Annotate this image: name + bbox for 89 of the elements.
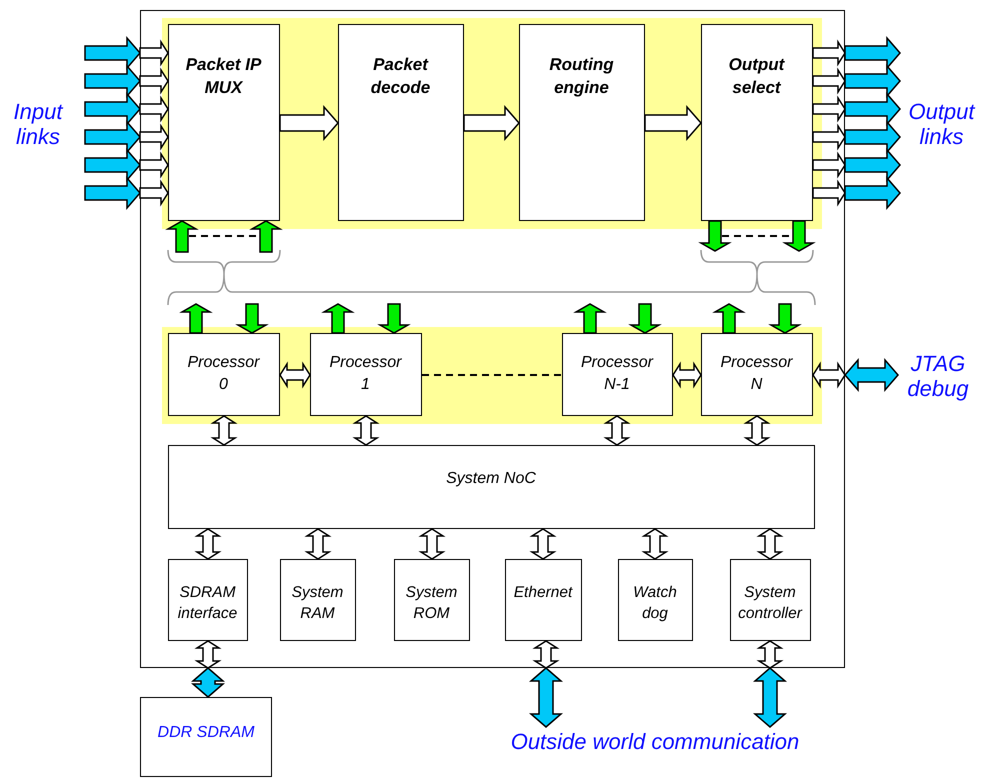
highlight-band — [162, 326, 822, 424]
annotation-text: Output links — [907, 98, 976, 150]
process-box — [168, 24, 280, 220]
module-box — [168, 558, 248, 640]
module-box — [618, 558, 692, 640]
double-block-arrow — [529, 528, 557, 560]
dashed-connector — [422, 374, 562, 376]
double-block-arrow — [279, 361, 311, 389]
block-arrow — [279, 105, 339, 141]
double-block-arrow — [528, 667, 564, 728]
block-arrow — [235, 303, 269, 334]
annotation-text: Outside world communication — [510, 729, 800, 755]
double-block-arrow — [844, 358, 899, 392]
double-block-arrow — [304, 528, 332, 560]
block-arrow — [573, 303, 607, 334]
double-block-arrow — [352, 415, 380, 446]
box-label: System NoC — [446, 468, 536, 488]
box-label: Processor N-1 — [580, 352, 654, 395]
block-arrow — [139, 151, 169, 179]
block-arrow — [812, 179, 846, 207]
block-arrow — [179, 303, 213, 334]
block-arrow — [782, 220, 816, 252]
box-label: Packet IP MUX — [184, 54, 262, 100]
block-arrow — [139, 39, 169, 67]
block-arrow — [812, 123, 846, 151]
box-label: Routing engine — [548, 54, 615, 100]
box-label: Processor 1 — [328, 352, 403, 395]
box-label: SDRAM interface — [176, 582, 238, 624]
annotation-text: JTAG debug — [906, 350, 970, 402]
box-label: Output select — [728, 54, 786, 100]
box-label: Processor 0 — [186, 352, 261, 395]
block-arrow — [768, 303, 802, 334]
highlight-band — [162, 18, 822, 228]
double-block-arrow — [743, 415, 771, 446]
box-label: DDR SDRAM — [158, 723, 254, 743]
double-block-arrow — [603, 415, 631, 446]
double-block-arrow — [194, 640, 222, 669]
chip-boundary — [140, 10, 845, 668]
block-arrow — [84, 176, 141, 210]
box-label: Packet decode — [370, 54, 432, 100]
bus-box — [168, 444, 814, 528]
box-label: Processor N — [719, 352, 794, 395]
double-block-arrow — [752, 667, 788, 728]
processor-box — [310, 332, 422, 416]
block-arrow — [139, 179, 169, 207]
block-arrow — [165, 220, 199, 253]
box-label: Watch dog — [632, 582, 678, 624]
double-block-arrow — [641, 528, 669, 560]
double-block-arrow — [812, 361, 846, 389]
box-label: Ethernet — [514, 582, 572, 602]
box-label: System controller — [737, 582, 804, 624]
box-label: System RAM — [290, 582, 344, 624]
double-block-arrow — [194, 528, 222, 560]
process-box — [700, 24, 812, 220]
block-arrow — [712, 303, 746, 334]
double-block-arrow — [756, 640, 784, 669]
module-box — [394, 558, 470, 640]
block-arrow — [698, 220, 732, 252]
block-arrow — [644, 105, 702, 141]
processor-box — [562, 332, 672, 416]
double-block-arrow — [190, 667, 226, 698]
block-arrow — [139, 123, 169, 151]
block-arrow — [628, 303, 662, 334]
block-arrow — [812, 39, 846, 67]
process-box — [338, 24, 464, 220]
memory-box — [140, 697, 272, 777]
module-box — [504, 558, 582, 640]
double-block-arrow — [210, 415, 238, 446]
processor-box — [700, 332, 812, 416]
double-block-arrow — [756, 528, 784, 560]
box-label: System ROM — [404, 582, 458, 624]
processor-box — [168, 332, 280, 416]
double-block-arrow — [672, 361, 702, 389]
double-block-arrow — [418, 528, 446, 560]
double-block-arrow — [532, 640, 560, 669]
block-arrow — [812, 151, 846, 179]
block-arrow — [249, 220, 283, 253]
block-arrow — [377, 303, 411, 334]
block-arrow — [321, 303, 355, 334]
block-arrow — [844, 176, 901, 210]
annotation-text: Input links — [12, 98, 64, 150]
block-arrow — [812, 95, 846, 123]
process-box — [518, 24, 644, 220]
block-arrow — [139, 95, 169, 123]
block-arrow — [463, 105, 520, 141]
module-box — [730, 558, 810, 640]
block-arrow — [139, 67, 169, 95]
block-arrow — [812, 67, 846, 95]
module-box — [280, 558, 356, 640]
